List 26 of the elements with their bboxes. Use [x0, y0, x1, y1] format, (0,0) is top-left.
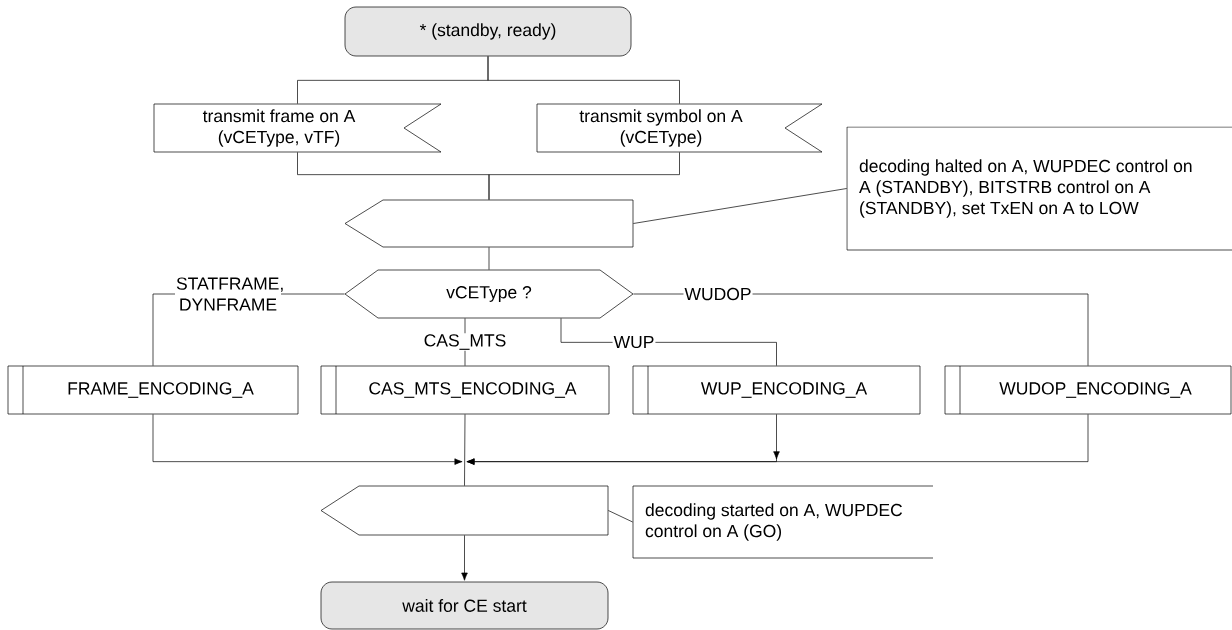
- comment-box: decoding started on A, WUPDEC control on A (GO): [632, 485, 934, 559]
- input-signal-box: transmit symbol on A (vCEType): [536, 103, 823, 153]
- decision-hexagon: vCEType ?: [344, 269, 634, 319]
- edge-label: WUDOP: [683, 286, 753, 302]
- arrow: [466, 414, 1089, 465]
- flow-line: [488, 247, 490, 270]
- procedure-box: FRAME_ENCODING_A: [7, 365, 299, 415]
- state-box: wait for CE start: [320, 581, 609, 630]
- edge-label: STATFRAME, DYNFRAME: [175, 276, 283, 312]
- leader-line: [608, 510, 633, 523]
- output-signal-box: [320, 485, 609, 536]
- arrow: [461, 535, 468, 581]
- flow-line: [487, 56, 680, 104]
- flow-line: [488, 152, 680, 200]
- edge-label: CAS_MTS: [422, 333, 508, 351]
- edge-label: WUP: [612, 334, 656, 350]
- output-signal-box: [344, 199, 634, 248]
- state-box: * (standby, ready): [344, 6, 632, 57]
- arrow: [152, 414, 463, 465]
- comment-box: decoding halted on A, WUPDEC control on A (STANDBY), BITSTRB control on A (STANDBY), set TxEN on A to LOW: [846, 126, 1232, 251]
- procedure-box: CAS_MTS_ENCODING_A: [320, 365, 610, 415]
- flow-line: [464, 414, 466, 486]
- leader-line: [633, 188, 847, 224]
- input-signal-box: transmit frame on A (vCEType, vTF): [153, 103, 442, 153]
- procedure-box: WUP_ENCODING_A: [632, 365, 921, 415]
- procedure-box: WUDOP_ENCODING_A: [944, 365, 1232, 415]
